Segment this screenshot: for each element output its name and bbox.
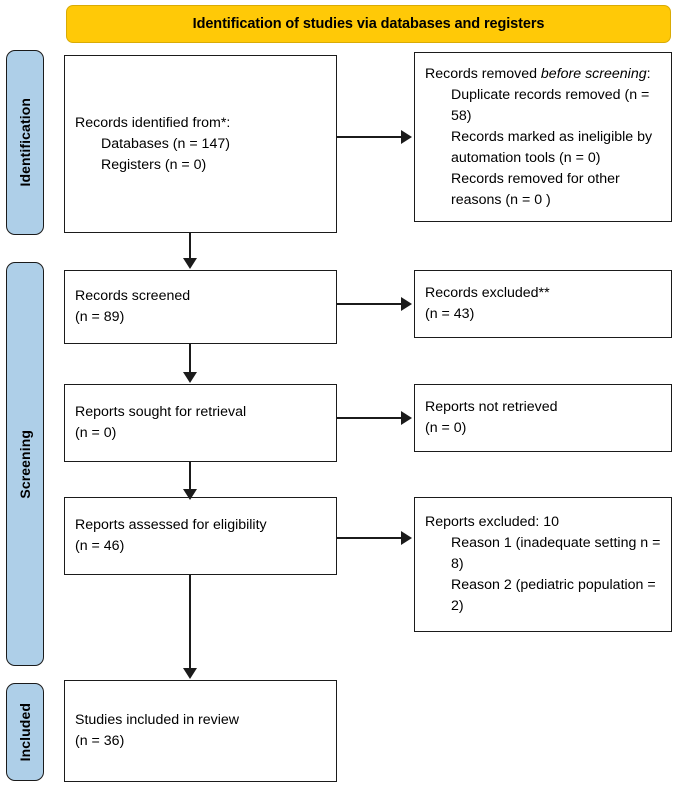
records-removed-lead: Records removed <box>425 65 541 82</box>
records-excluded-line-2: (n = 43) <box>425 306 475 322</box>
reports-excluded-heading: Reports excluded: 10 <box>425 514 560 530</box>
reports-not-retrieved-line-2: (n = 0) <box>425 420 467 436</box>
records-screened-line-1: Records screened <box>75 288 191 304</box>
studies-included-line-2: (n = 36) <box>75 733 125 749</box>
stage-label-included-text: Included <box>17 702 33 762</box>
reports-excluded-reason-2: Reason 2 (pediatric population = 2) <box>451 577 660 614</box>
banner-title: Identification of studies via databases … <box>192 16 545 32</box>
stage-label-screening: Screening <box>6 262 44 666</box>
connector-assessed-to-included <box>189 575 191 669</box>
records-removed-item-3: Records removed for other reasons (n = 0… <box>451 170 624 208</box>
records-removed-colon: : <box>646 65 651 82</box>
arrowhead-screened-to-excluded <box>401 297 412 311</box>
box-reports-sought-for-retrieval: Reports sought for retrieval (n = 0) <box>64 384 337 462</box>
box-records-identified: Records identified from*: Databases (n =… <box>64 55 337 233</box>
box-records-excluded: Records excluded** (n = 43) <box>414 270 672 338</box>
connector-sought-to-assessed <box>189 462 191 490</box>
arrowhead-screened-to-sought <box>183 372 197 383</box>
reports-not-retrieved-line-1: Reports not retrieved <box>425 399 558 415</box>
banner-identification-header: Identification of studies via databases … <box>66 5 671 43</box>
stage-label-screening-text: Screening <box>17 429 33 499</box>
studies-included-line-1: Studies included in review <box>75 712 240 728</box>
reports-excluded-reason-1: Reason 1 (inadequate setting n = 8) <box>451 535 665 572</box>
box-reports-excluded: Reports excluded: 10 Reason 1 (inadequat… <box>414 497 672 632</box>
records-identified-line-2: Databases (n = 147) <box>101 135 230 152</box>
arrowhead-assessed-to-included <box>183 668 197 679</box>
box-reports-not-retrieved: Reports not retrieved (n = 0) <box>414 384 672 452</box>
records-identified-line-3: Registers (n = 0) <box>101 156 207 173</box>
box-records-screened: Records screened (n = 89) <box>64 270 337 344</box>
arrowhead-identified-to-screened <box>183 258 197 269</box>
reports-sought-line-1: Reports sought for retrieval <box>75 404 247 420</box>
records-removed-italic: before screening <box>540 65 647 82</box>
stage-label-identification: Identification <box>6 50 44 235</box>
box-records-removed-before-screening: Records removed before screening: Duplic… <box>414 52 672 222</box>
connector-sought-to-not-retrieved <box>337 417 401 419</box>
connector-screened-to-sought <box>189 344 191 373</box>
records-identified-line-1: Records identified from*: <box>75 114 231 131</box>
reports-assessed-line-2: (n = 46) <box>75 538 125 554</box>
records-removed-item-2: Records marked as ineligible by automati… <box>451 128 657 166</box>
reports-assessed-line-1: Reports assessed for eligibility <box>75 517 267 533</box>
connector-identified-to-removed <box>337 136 401 138</box>
records-removed-item-1: Duplicate records removed (n = 58) <box>451 86 654 124</box>
reports-sought-line-2: (n = 0) <box>75 425 117 441</box>
arrowhead-assessed-to-reports-excluded <box>401 531 412 545</box>
box-studies-included-in-review: Studies included in review (n = 36) <box>64 680 337 782</box>
connector-assessed-to-reports-excluded <box>337 537 401 539</box>
stage-label-identification-text: Identification <box>17 98 33 187</box>
connector-screened-to-excluded <box>337 303 401 305</box>
arrowhead-sought-to-not-retrieved <box>401 411 412 425</box>
records-excluded-line-1: Records excluded** <box>425 285 550 301</box>
stage-label-included: Included <box>6 683 44 781</box>
records-removed-heading: Records removed before screening: <box>425 64 661 85</box>
arrowhead-sought-to-assessed <box>183 489 197 500</box>
box-reports-assessed-for-eligibility: Reports assessed for eligibility (n = 46… <box>64 497 337 575</box>
arrowhead-identified-to-removed <box>401 130 412 144</box>
records-screened-line-2: (n = 89) <box>75 309 125 325</box>
connector-identified-to-screened <box>189 233 191 259</box>
